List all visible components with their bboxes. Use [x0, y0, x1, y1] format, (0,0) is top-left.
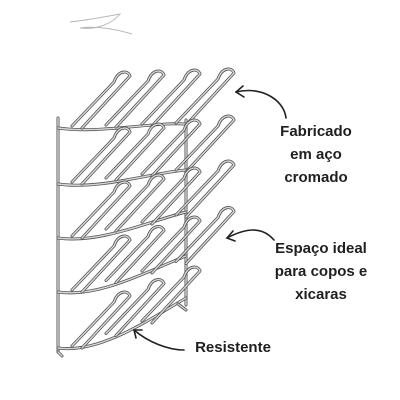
arrow-espaco	[226, 229, 275, 241]
hook-row-1-2	[105, 70, 165, 128]
frame-row-bar-3	[57, 211, 187, 240]
hook-row-1-3	[141, 69, 201, 127]
annotation-espaco-line-2: para copos e	[274, 263, 368, 280]
frame-row-bar-2	[57, 169, 187, 186]
hook-row-1-4	[175, 68, 235, 126]
hanging-string	[69, 13, 133, 35]
hook-row-5-3-outline	[140, 265, 202, 325]
hook-row-3-3	[141, 167, 201, 225]
annotation-resistente: Resistente	[178, 336, 288, 359]
hook-row-2-4	[175, 115, 235, 173]
arrow-espaco-head	[225, 230, 236, 242]
annotation-fabricado-line-2: em aço	[290, 146, 342, 163]
hook-row-4-4	[175, 206, 235, 265]
hook-row-2-1	[71, 127, 131, 185]
frame-row-bar-5	[57, 297, 187, 350]
hook-row-5-1	[71, 291, 131, 349]
arrow-fabricado	[235, 89, 287, 119]
hook-row-3-1	[71, 181, 131, 239]
frame-foot-left	[57, 351, 63, 357]
hook-row-4-1	[71, 235, 131, 293]
hook-row-3-4	[175, 160, 235, 218]
frame-foot-right	[177, 303, 187, 311]
arrow-resistente-head	[132, 329, 143, 339]
hook-row-2-2	[105, 123, 165, 181]
hook-row-3-2	[105, 174, 165, 232]
arrow-resistente	[133, 329, 185, 351]
frame-row-bar-4	[57, 255, 187, 294]
annotation-fabricado: Fabricado em aço cromado	[266, 120, 366, 189]
hook-row-5-1-outline	[70, 290, 132, 350]
annotation-fabricado-line-3: cromado	[284, 169, 348, 186]
annotation-arrows	[132, 85, 287, 351]
hook-row-1-1	[71, 71, 131, 129]
hook-row-3-1-outline	[70, 180, 132, 240]
cup-rack	[56, 67, 236, 358]
hook-row-5-3	[141, 266, 201, 324]
arrow-fabricado-head	[234, 85, 245, 98]
annotation-resistente-line-1: Resistente	[195, 339, 271, 356]
annotation-espaco-line-1: Espaço ideal	[275, 240, 367, 257]
hook-row-2-3	[141, 119, 201, 177]
annotation-fabricado-line-1: Fabricado	[280, 123, 352, 140]
hook-row-5-2	[105, 278, 165, 337]
hook-row-4-3	[141, 216, 201, 274]
annotation-espaco-line-3: xicaras	[295, 286, 347, 303]
annotation-espaco: Espaço ideal para copos e xicaras	[266, 237, 376, 306]
hook-row-4-2	[105, 225, 165, 284]
